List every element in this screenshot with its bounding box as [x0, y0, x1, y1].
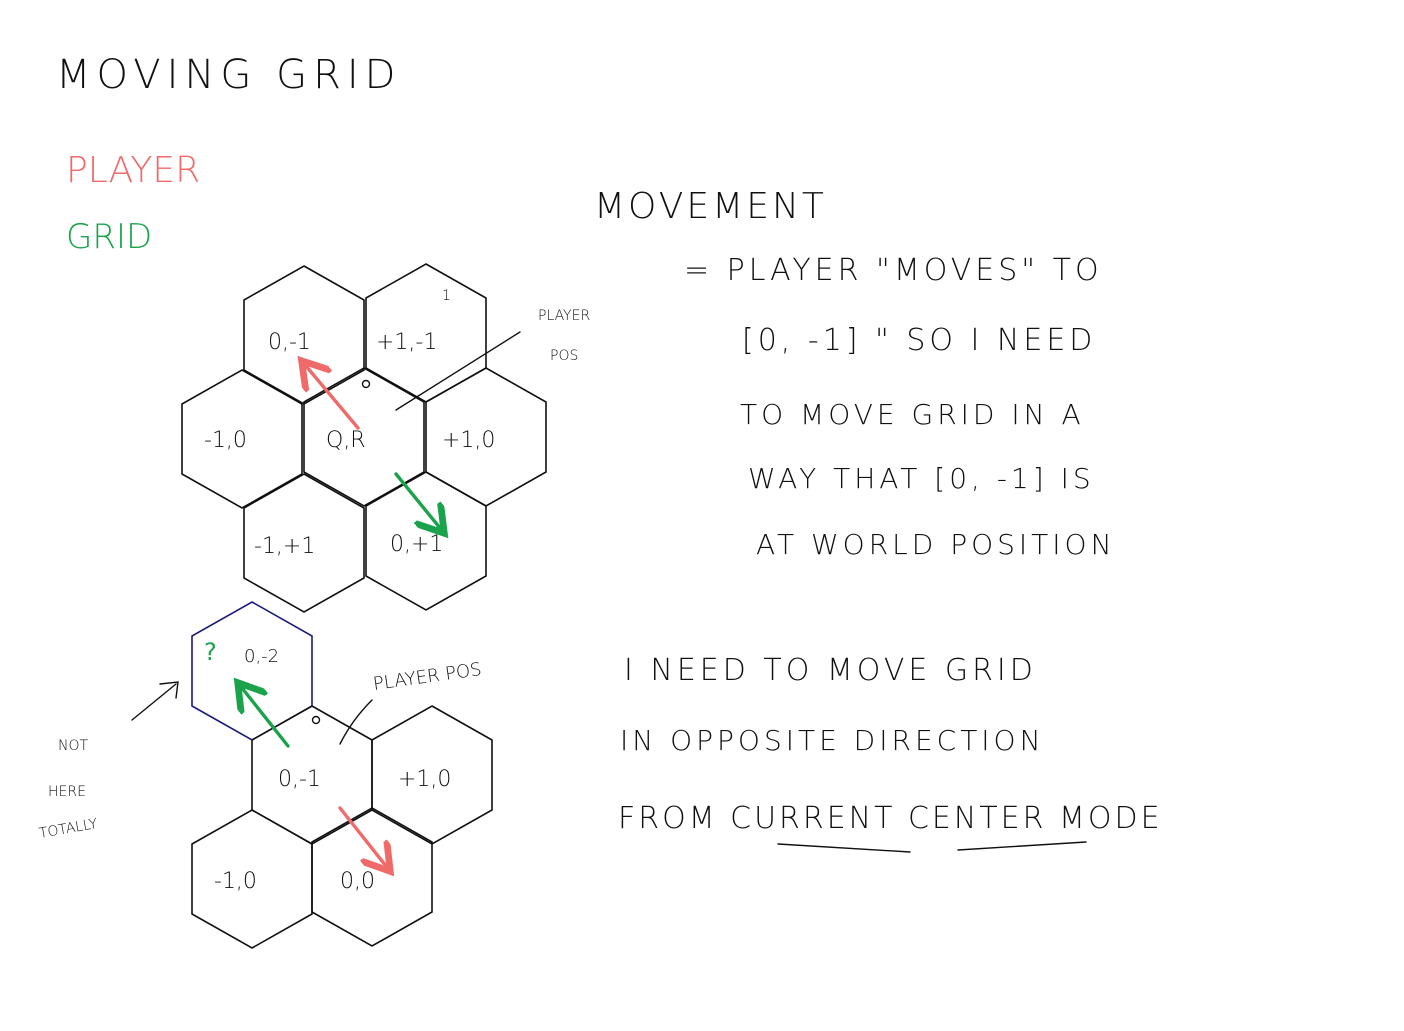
unknown-mark: ?: [204, 638, 217, 666]
hex-cell: [365, 471, 487, 611]
movement-line: AT WORLD POSITION: [756, 528, 1116, 561]
hex-cell-new: [191, 601, 313, 741]
cell-label: -1,0: [204, 428, 247, 453]
cell-label: 0,-1: [268, 330, 311, 355]
top-hex-grid: [181, 263, 547, 613]
hex-cell: [243, 473, 365, 613]
hex-cell: [311, 807, 433, 947]
note-pointer-arrow: [131, 681, 179, 721]
bottom-hex-grid: [191, 705, 493, 949]
cell-label: +1,0: [398, 767, 451, 792]
need-line: IN OPPOSITE DIRECTION: [620, 724, 1045, 757]
player-pos-label-line1: PLAYER: [538, 308, 590, 324]
need-line: I NEED TO MOVE GRID: [624, 653, 1037, 688]
underline-center: [957, 841, 1087, 851]
player-move-arrow: [338, 806, 386, 866]
underline-current: [777, 843, 911, 853]
player-move-arrow: [306, 366, 360, 430]
legend-player-label: PLAYER: [66, 150, 200, 191]
note-line3: TOTALLY: [38, 816, 99, 842]
movement-line: [0, -1] " SO I NEED: [742, 323, 1096, 358]
movement-line: TO MOVE GRID IN A: [740, 398, 1085, 431]
legend-grid-label: GRID: [66, 217, 152, 257]
marker-label: 1: [442, 288, 451, 304]
cell-label: 0,-2: [244, 646, 279, 667]
note-line2: HERE: [48, 784, 86, 800]
grid-move-arrow: [394, 472, 440, 528]
cell-label: +1,-1: [376, 330, 437, 355]
cell-label: 0,-1: [278, 767, 321, 792]
cell-label: 0,+1: [390, 532, 443, 557]
player-pos-dot: [311, 715, 321, 725]
player-pos-pointer: [339, 699, 373, 745]
cell-label: -1,0: [214, 869, 257, 894]
grid-move-arrow: [242, 688, 290, 748]
movement-heading: MOVEMENT: [594, 186, 827, 227]
player-pos-label-line2: POS: [550, 348, 578, 364]
movement-line: WAY THAT [0, -1] IS: [748, 462, 1095, 495]
hex-cell: [181, 369, 303, 509]
player-pos-pointer: [395, 331, 521, 411]
need-line: FROM CURRENT CENTER MODE: [618, 801, 1163, 836]
movement-line: = PLAYER "MOVES" TO: [684, 253, 1103, 288]
cell-label: -1,+1: [254, 534, 315, 559]
note-line1: NOT: [58, 738, 88, 754]
player-pos-dot: [361, 379, 371, 389]
cell-label: 0,0: [340, 869, 375, 894]
page-title: MOVING GRID: [56, 52, 401, 98]
hex-cell: [303, 367, 425, 507]
cell-label: Q,R: [326, 428, 366, 453]
player-pos-label: PLAYER POS: [372, 659, 483, 695]
cell-label: +1,0: [442, 428, 495, 453]
